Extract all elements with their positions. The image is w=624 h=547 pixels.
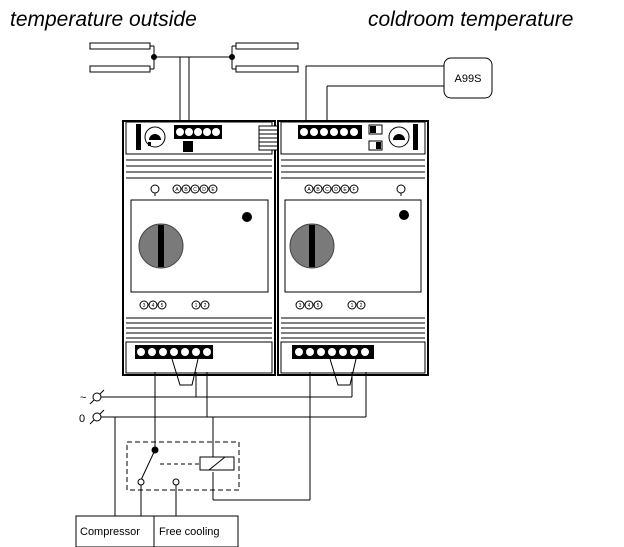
sensor-box-label: A99S: [455, 73, 482, 85]
left-bottom-terminal-2: 2: [204, 303, 207, 309]
right-top-terminal-e: E: [343, 187, 347, 193]
controller-module-right: [277, 120, 429, 376]
right-top-terminal-d: D: [334, 187, 338, 193]
right-top-terminal-c: C: [325, 187, 329, 193]
load-free-cooling-label: Free cooling: [159, 526, 220, 538]
left-top-terminal-a: A: [175, 187, 179, 193]
right-top-terminal-b: B: [316, 187, 320, 193]
right-bottom-terminal-4: 4: [308, 303, 311, 309]
right-top-terminal-a: A: [307, 187, 311, 193]
controller-module-left: [122, 120, 276, 376]
supply-neutral-label: 0: [79, 413, 85, 425]
right-top-terminal-f: F: [352, 187, 355, 193]
left-top-terminal-b: B: [184, 187, 188, 193]
outside-sensor-element: [89, 42, 299, 122]
bottom-wiring: [75, 358, 367, 547]
right-bottom-terminal-1: 1: [351, 303, 354, 309]
right-bottom-terminal-3: 3: [299, 303, 302, 309]
sensor-box-a99s: [443, 57, 493, 99]
title-temperature-outside: temperature outside: [10, 8, 197, 31]
coldroom-sensor-wiring: [305, 65, 444, 122]
load-compressor-label: Compressor: [80, 526, 140, 538]
left-top-terminal-d: D: [202, 187, 206, 193]
right-bottom-terminal-2: 2: [360, 303, 363, 309]
supply-phase-label: ~: [80, 392, 86, 404]
right-bottom-terminal-5: 5: [317, 303, 320, 309]
left-bottom-terminal-4: 4: [152, 303, 155, 309]
left-top-terminal-c: C: [193, 187, 197, 193]
left-bottom-terminal-5: 5: [161, 303, 164, 309]
left-top-terminal-e: E: [211, 187, 215, 193]
title-coldroom-temperature: coldroom temperature: [368, 8, 574, 31]
left-bottom-terminal-1: 1: [195, 303, 198, 309]
left-bottom-terminal-3: 3: [143, 303, 146, 309]
